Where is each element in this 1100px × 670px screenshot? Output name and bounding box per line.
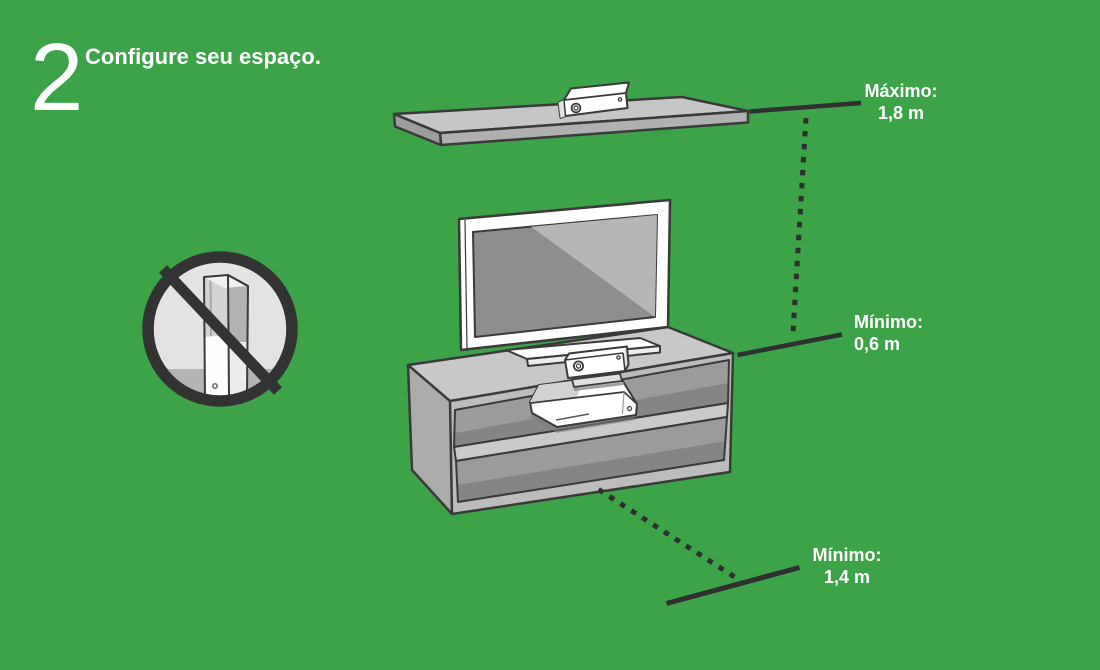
kinect-sensor-on-shelf-icon — [557, 81, 630, 119]
vertical-dotted-line — [790, 117, 809, 333]
diagonal-dotted-line — [597, 487, 739, 581]
disc-slot-icon — [555, 413, 590, 421]
console-shadow — [529, 414, 636, 433]
kinect-lens-icon — [570, 102, 582, 114]
kinect-base — [571, 372, 623, 388]
stand-min-label: Mínimo: — [854, 312, 923, 332]
stand-min-line — [737, 332, 843, 358]
power-button-icon — [212, 383, 218, 389]
prohibition-slash — [158, 265, 283, 395]
power-button-icon — [626, 405, 633, 412]
measurement-lines — [597, 100, 862, 606]
shelf-max-label: Máximo: — [864, 81, 937, 101]
page-title: Configure seu espaço. — [85, 44, 321, 69]
no-vertical-console-icon — [142, 251, 298, 407]
kinect-lens-icon — [573, 360, 585, 372]
tv-icon — [457, 198, 672, 352]
shelf-max-value: 1,8 m — [878, 103, 924, 123]
floor-min-value: 1,4 m — [824, 567, 870, 587]
shelf-max-line — [749, 100, 862, 114]
stand-min-value: 0,6 m — [854, 334, 900, 354]
prohibition-ring — [142, 251, 298, 407]
tv-screen-glare — [531, 215, 657, 317]
xbox-console-horizontal-icon — [529, 374, 638, 433]
step-number: 2 — [30, 24, 81, 131]
callout-labels: Máximo: 1,8 m Mínimo: 0,6 m Mínimo: 1,4 … — [813, 81, 938, 587]
floor-min-line — [665, 565, 801, 606]
floor-min-label: Mínimo: — [813, 545, 882, 565]
kinect-sensor-on-stand-icon — [564, 345, 630, 391]
